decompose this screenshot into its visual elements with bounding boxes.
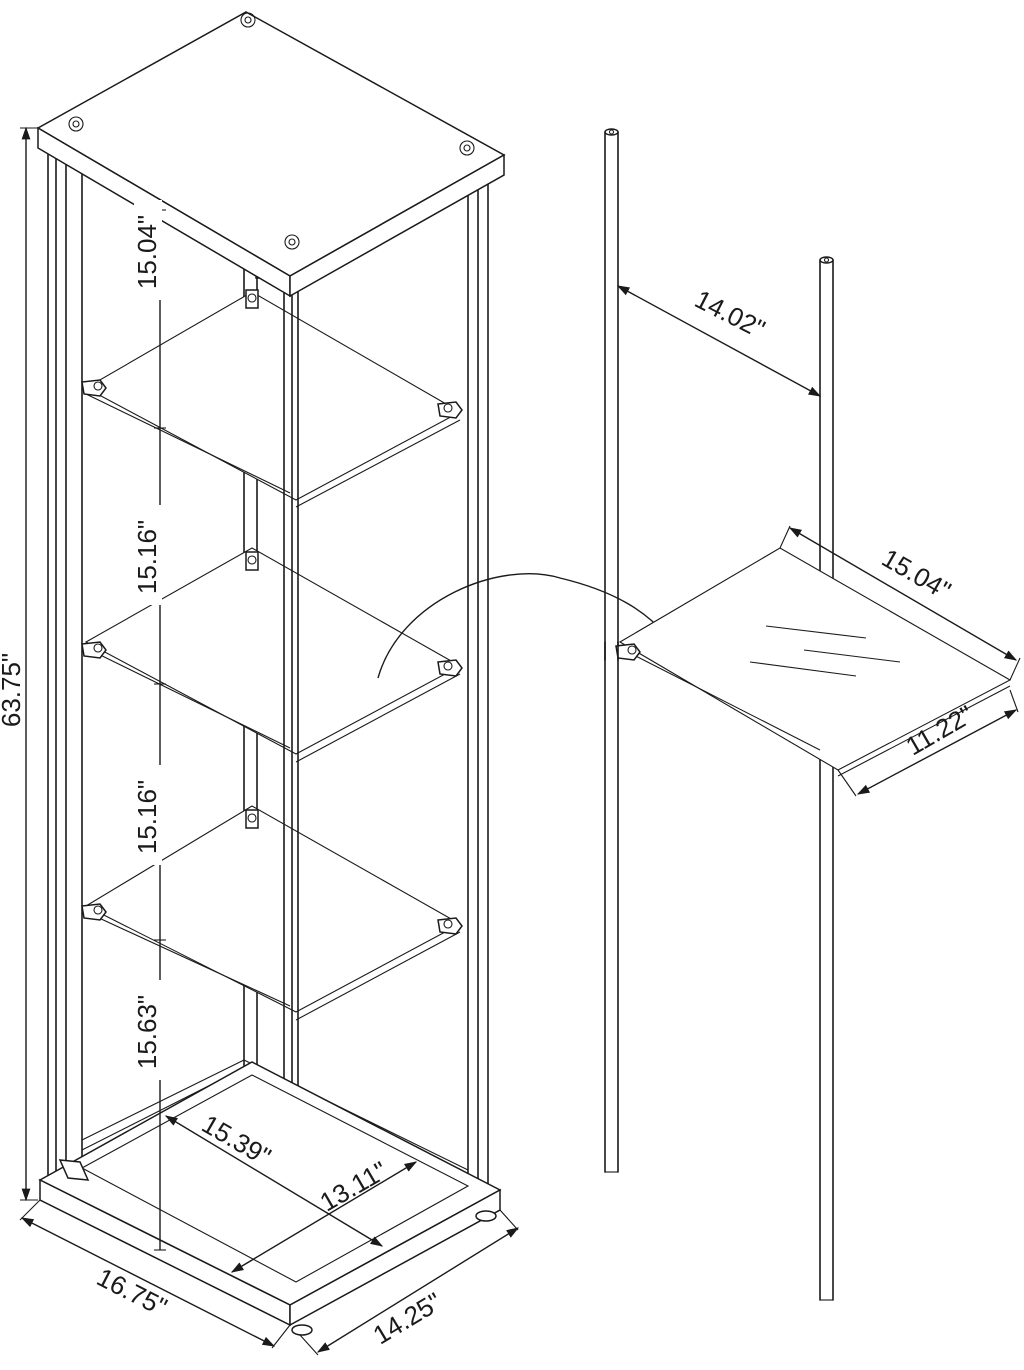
shelf-gap-2-label: 15.16" xyxy=(132,520,162,594)
cabinet xyxy=(36,11,506,1336)
right-pole xyxy=(819,256,834,1301)
right-rear-post xyxy=(467,167,489,1196)
shelf-gap-1-label: 15.04" xyxy=(132,215,162,289)
shelf-gap-dimensions: 15.04" 15.16" 15.16" 15.63" xyxy=(132,200,166,1251)
glass-shelf-1 xyxy=(84,291,462,508)
shelf-gap-3-label: 15.16" xyxy=(132,780,162,854)
shelf-clips xyxy=(81,289,463,935)
shelf-width-label: 15.04" xyxy=(877,543,956,606)
overall-height-label: 63.75" xyxy=(0,653,26,727)
top-panel xyxy=(36,11,506,298)
shelf-gap-4-label: 15.63" xyxy=(132,995,162,1069)
pole-spacing-dimension: 14.02" xyxy=(616,284,822,397)
base-width-label: 16.75" xyxy=(92,1262,172,1322)
left-back-post xyxy=(47,141,83,1181)
pole-spacing-label: 14.02" xyxy=(690,284,770,344)
overall-height-dimension: 63.75" xyxy=(0,126,38,1202)
